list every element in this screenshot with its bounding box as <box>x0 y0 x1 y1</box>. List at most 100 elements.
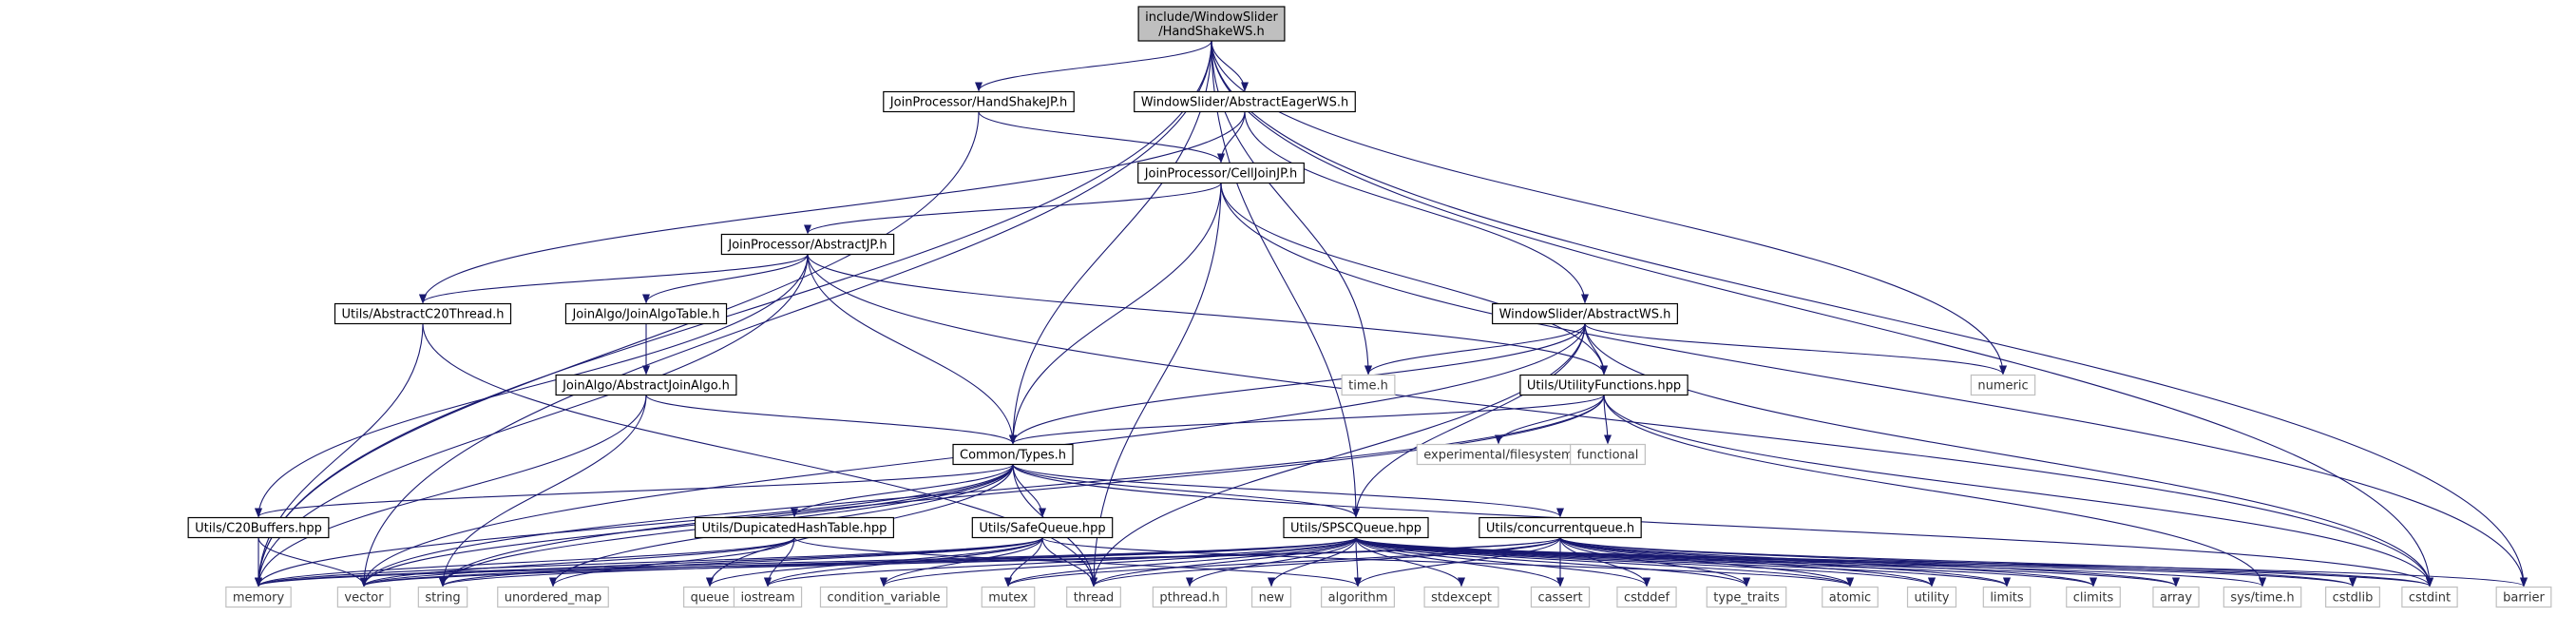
node-label: algorithm <box>1328 591 1388 606</box>
node-pthread-h[interactable]: pthread.h <box>1152 586 1228 608</box>
node-safequeue[interactable]: Utils/SafeQueue.hpp <box>971 516 1114 539</box>
node-c20buffers[interactable]: Utils/C20Buffers.hpp <box>187 516 330 539</box>
node-box <box>733 586 803 608</box>
node-box <box>1423 586 1499 608</box>
node-limits[interactable]: limits <box>1982 586 2032 608</box>
node-functional[interactable]: functional <box>1570 443 1646 466</box>
node-duphash[interactable]: Utils/DupicatedHashTable.hpp <box>694 516 895 539</box>
node-label: time.h <box>1348 379 1388 394</box>
node-absws[interactable]: WindowSlider/AbstractWS.h <box>1492 302 1678 325</box>
edge-absws-to-numeric <box>1584 323 2007 376</box>
node-absjoinalgo[interactable]: JoinAlgo/AbstractJoinAlgo.h <box>555 374 737 396</box>
node-queue[interactable]: queue <box>683 586 736 608</box>
node-cstdlib[interactable]: cstdlib <box>2325 586 2380 608</box>
edge-duphash-to-algorithm <box>793 537 1362 588</box>
node-label: unordered_map <box>505 591 602 606</box>
node-new[interactable]: new <box>1250 586 1292 608</box>
node-algorithm[interactable]: algorithm <box>1321 586 1395 608</box>
node-label: JoinAlgo/JoinAlgoTable.h <box>571 308 719 322</box>
node-label: Utils/AbstractC20Thread.h <box>341 308 504 322</box>
node-atomic[interactable]: atomic <box>1822 586 1879 608</box>
edge-concqueue-to-algorithm <box>1354 537 1561 588</box>
node-exp-fs[interactable]: experimental/filesystem <box>1416 443 1581 466</box>
node-stdexcept[interactable]: stdexcept <box>1423 586 1499 608</box>
edge-absws-to-time_h <box>1364 323 1586 376</box>
edge-spscqueue-to-new <box>1268 537 1357 588</box>
edge-absjoinalgo-to-string <box>439 395 647 588</box>
edge-duphash-to-memory <box>255 537 795 588</box>
edge-absjoinalgo-to-commontypes <box>645 395 1017 445</box>
node-utility[interactable]: utility <box>1906 586 1957 608</box>
node-array[interactable]: array <box>2152 586 2200 608</box>
node-cstdint[interactable]: cstdint <box>2401 586 2458 608</box>
node-box <box>1970 374 2036 396</box>
node-barrier[interactable]: barrier <box>2495 586 2552 608</box>
node-box <box>1616 586 1677 608</box>
edge-absjp-to-joinalgotable <box>642 254 809 304</box>
edge-commontypes-to-duphash <box>791 464 1014 518</box>
node-label: Common/Types.h <box>960 449 1066 463</box>
edge-safequeue-to-string <box>439 537 1043 588</box>
node-iostream[interactable]: iostream <box>733 586 803 608</box>
edge-concqueue-to-climits <box>1559 537 2097 588</box>
edge-spscqueue-to-stdexcept <box>1355 537 1465 588</box>
node-label: WindowSlider/AbstractWS.h <box>1499 308 1671 322</box>
edge-c20buffers-to-vector <box>258 537 368 588</box>
edge-commontypes-to-concqueue <box>1012 464 1564 518</box>
edge-spscqueue-to-iostream <box>764 537 1357 588</box>
node-sys-time-h[interactable]: sys/time.h <box>2223 586 2302 608</box>
edge-concqueue-to-type_traits <box>1559 537 1750 588</box>
node-label: JoinProcessor/HandShakeJP.h <box>889 96 1067 110</box>
node-climits[interactable]: climits <box>2066 586 2121 608</box>
node-box <box>1137 162 1305 184</box>
node-unordered-map[interactable]: unordered_map <box>497 586 609 608</box>
node-box <box>952 443 1074 466</box>
node-hsjp[interactable]: JoinProcessor/HandShakeJP.h <box>883 90 1075 113</box>
edge-safequeue-to-atomic <box>1041 537 1854 588</box>
node-memory[interactable]: memory <box>225 586 292 608</box>
node-mutex[interactable]: mutex <box>981 586 1036 608</box>
node-label: Utils/SPSCQueue.hpp <box>1290 522 1422 536</box>
node-box <box>1152 586 1228 608</box>
edge-hsjp-to-celljp <box>978 111 1225 164</box>
edge-duphash-to-vector <box>360 537 795 588</box>
node-cstddef[interactable]: cstddef <box>1616 586 1677 608</box>
node-vector[interactable]: vector <box>336 586 391 608</box>
edge-concqueue-to-array <box>1559 537 2180 588</box>
node-box <box>1321 586 1395 608</box>
node-cassert[interactable]: cassert <box>1530 586 1591 608</box>
edge-safequeue-to-vector <box>360 537 1043 588</box>
node-label: cstdint <box>2409 591 2451 606</box>
node-box <box>971 516 1114 539</box>
edge-safequeue-to-memory <box>255 537 1043 588</box>
node-label: iostream <box>740 591 794 606</box>
node-time-h[interactable]: time.h <box>1341 374 1396 396</box>
node-box <box>1906 586 1957 608</box>
node-label: experimental/filesystem <box>1423 449 1573 463</box>
node-box <box>819 586 948 608</box>
node-concqueue[interactable]: Utils/concurrentqueue.h <box>1479 516 1642 539</box>
node-box <box>1134 90 1356 113</box>
node-absjp[interactable]: JoinProcessor/AbstractJP.h <box>720 233 895 256</box>
node-spscqueue[interactable]: Utils/SPSCQueue.hpp <box>1283 516 1429 539</box>
edge-absjp-to-cstdint <box>807 254 2433 588</box>
node-utilfn[interactable]: Utils/UtilityFunctions.hpp <box>1519 374 1689 396</box>
node-root[interactable]: include/WindowSlider/HandShakeWS.h <box>1137 6 1286 42</box>
node-string[interactable]: string <box>417 586 468 608</box>
node-type-traits[interactable]: type_traits <box>1706 586 1787 608</box>
node-c20thread[interactable]: Utils/AbstractC20Thread.h <box>334 302 512 325</box>
node-thread[interactable]: thread <box>1066 586 1121 608</box>
node-condition-variable[interactable]: condition_variable <box>819 586 948 608</box>
node-label: mutex <box>988 591 1028 606</box>
node-commontypes[interactable]: Common/Types.h <box>952 443 1074 466</box>
node-label: stdexcept <box>1431 591 1492 606</box>
node-joinalgotable[interactable]: JoinAlgo/JoinAlgoTable.h <box>564 302 728 325</box>
node-box <box>1479 516 1642 539</box>
node-box <box>720 233 895 256</box>
node-celljp[interactable]: JoinProcessor/CellJoinJP.h <box>1137 162 1305 184</box>
node-aews[interactable]: WindowSlider/AbstractEagerWS.h <box>1134 90 1356 113</box>
node-box <box>187 516 330 539</box>
node-numeric[interactable]: numeric <box>1970 374 2036 396</box>
node-box <box>981 586 1036 608</box>
